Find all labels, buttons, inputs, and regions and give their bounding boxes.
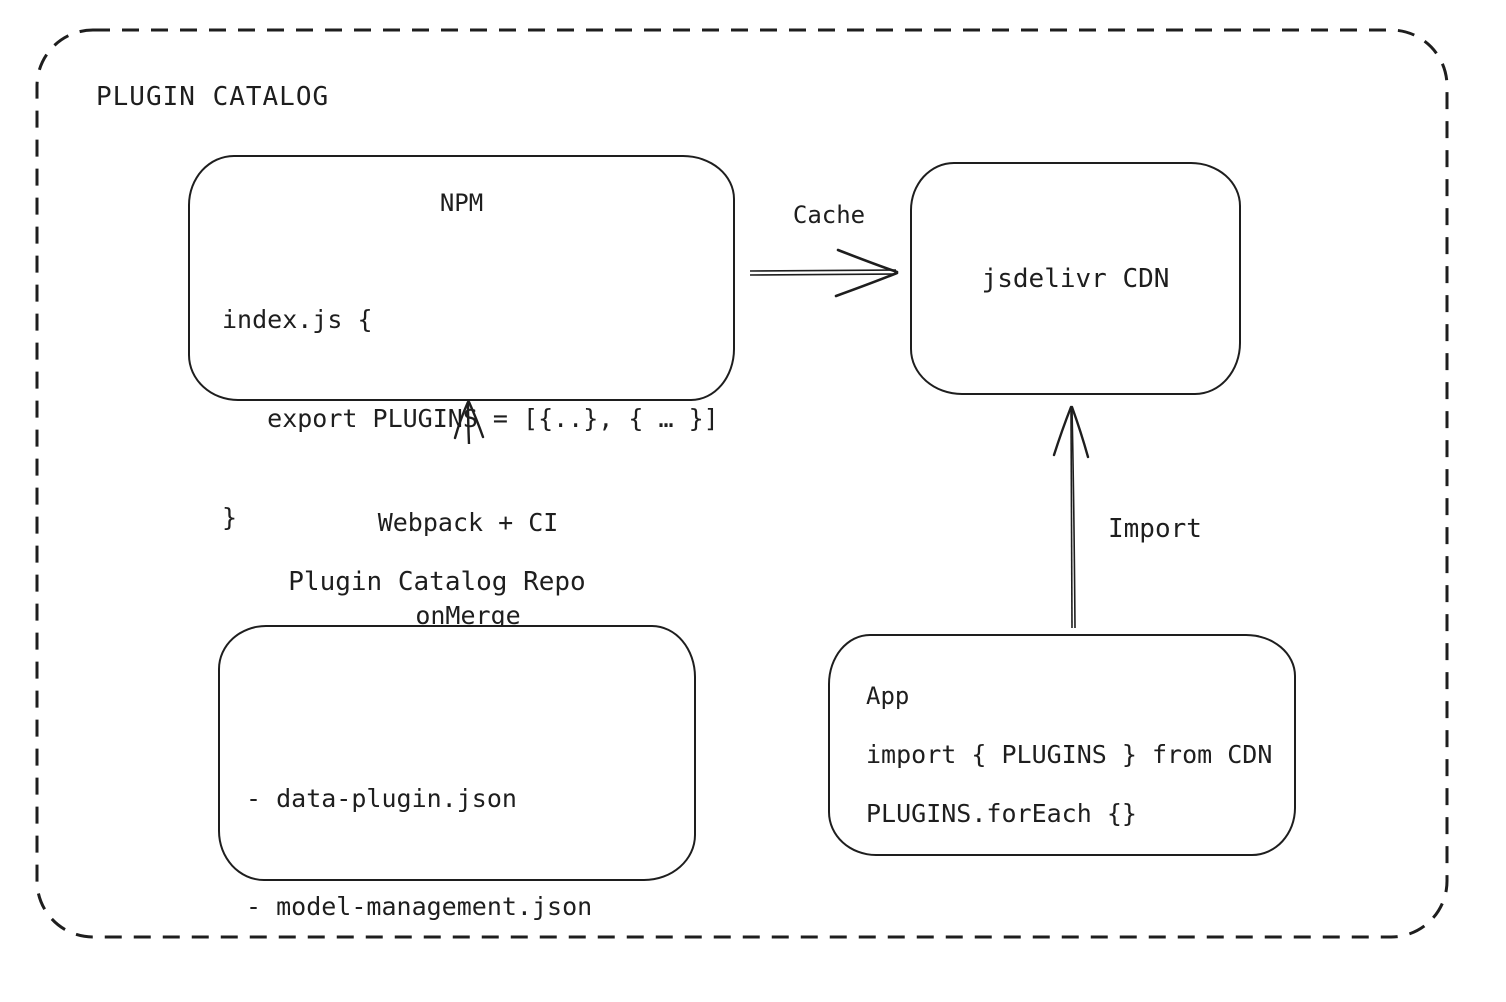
npm-node: NPM index.js { export PLUGINS = [{..}, {… xyxy=(188,155,735,532)
cdn-node-label: jsdelivr CDN xyxy=(981,263,1170,294)
npm-code-line: index.js { xyxy=(222,305,373,334)
import-arrow-shaft xyxy=(1070,408,1073,629)
npm-code-line: } xyxy=(222,503,238,532)
import-edge-label: Import xyxy=(1108,514,1202,544)
app-node: App import { PLUGINS } from CDN PLUGINS.… xyxy=(828,634,1296,856)
npm-code-line: export PLUGINS = [{..}, { … }] xyxy=(222,404,719,433)
app-node-title: App xyxy=(866,682,910,710)
cache-arrow-shaft xyxy=(749,269,897,272)
diagram-title: PLUGIN CATALOG xyxy=(96,82,330,112)
repo-node: - data-plugin.json - model-management.js… xyxy=(218,625,696,1002)
import-arrow-shaft xyxy=(1071,408,1076,629)
repo-file-item: - model-management.json xyxy=(246,892,593,921)
cache-arrowhead xyxy=(834,271,899,298)
cache-edge-label: Cache xyxy=(750,201,908,229)
cache-arrowhead xyxy=(836,248,899,274)
import-arrowhead xyxy=(1052,405,1073,457)
repo-node-label: Plugin Catalog Repo xyxy=(288,567,586,597)
app-code-line: PLUGINS.forEach {} xyxy=(866,799,1137,828)
cdn-node: jsdelivr CDN xyxy=(910,162,1241,395)
repo-file-item: - data-plugin.json xyxy=(246,784,517,813)
repo-file-item: ... xyxy=(246,997,694,1002)
webpack-edge-label-line: Webpack + CI xyxy=(377,508,559,537)
import-arrowhead xyxy=(1070,405,1090,459)
app-code-line: import { PLUGINS } from CDN xyxy=(866,740,1273,769)
repo-file-list: - data-plugin.json - model-management.js… xyxy=(220,709,694,1002)
npm-node-title: NPM xyxy=(439,189,484,217)
cache-arrow-shaft xyxy=(749,273,897,276)
